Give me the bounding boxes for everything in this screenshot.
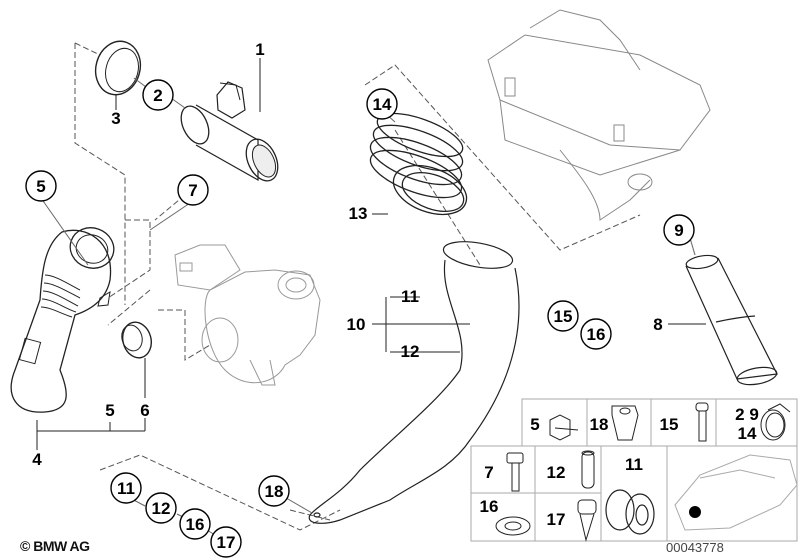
grid-label-clip-nut: 18: [590, 415, 609, 434]
grid-label-hose-clamp-2: 14: [738, 424, 757, 443]
callout-label-12: 12: [152, 499, 171, 518]
part-label-5: 5: [105, 401, 114, 420]
callout-circle-16: [179, 508, 211, 540]
callout-label-11: 11: [117, 479, 135, 498]
part-label-11: 11: [401, 287, 419, 306]
callout-circle-2: [142, 79, 174, 111]
callout-circle-16: [580, 318, 612, 350]
turbocharger: [174, 244, 321, 386]
callout-circle-7: [177, 174, 209, 206]
callout-circle-15: [547, 300, 579, 332]
grid-label-screw: 17: [547, 510, 566, 529]
rubber-mount-icon: [605, 489, 655, 535]
callout-label-17: 17: [217, 533, 236, 552]
callout-label-7: 7: [188, 181, 197, 200]
copyright-notice: © BMW AG: [20, 538, 90, 554]
callout-label-16: 16: [587, 325, 606, 344]
air-filter-housing: [487, 9, 711, 221]
part-label-3: 3: [111, 109, 120, 128]
washer-icon: [495, 516, 531, 536]
callout-circle-12: [145, 492, 177, 524]
hex-bolt-icon: [506, 452, 524, 492]
callout-label-18: 18: [265, 482, 284, 501]
pipe-part-8: [668, 237, 778, 386]
bracket-4-5-6: [36, 418, 146, 450]
vehicle-location-icon: [674, 454, 798, 531]
hose-clamp-icon: [760, 403, 791, 441]
callout-label-16: 16: [186, 515, 205, 534]
callout-label-2: 2: [153, 86, 162, 105]
sleeve-icon: [581, 450, 595, 489]
callout-circle-11: [110, 472, 142, 504]
grid-label-rubber-mount: 11: [625, 455, 643, 474]
callout-circle-5: [25, 170, 57, 202]
part-label-10: 10: [347, 315, 366, 334]
callout-circle-18: [258, 475, 290, 507]
clip-nut-icon: [611, 405, 639, 441]
callout-label-9: 9: [674, 221, 683, 240]
part-label-8: 8: [653, 315, 662, 334]
callout-circle-17: [210, 526, 242, 558]
seal-ring-part-6: [121, 321, 153, 398]
part-label-6: 6: [140, 401, 149, 420]
grid-label-bolt: 15: [660, 415, 679, 434]
clip-icon: [549, 414, 579, 441]
dashed-frame-left: [74, 42, 211, 361]
grid-label-hose-clamp: 2 9: [735, 405, 759, 424]
grid-label-sleeve: 12: [547, 463, 566, 482]
callout-circles: [25, 79, 695, 558]
callout-label-14: 14: [373, 95, 392, 114]
bellows-part-13: [369, 112, 468, 216]
callout-circle-14: [366, 88, 398, 120]
document-number: 00043778: [666, 540, 724, 555]
bolt-icon: [695, 402, 709, 442]
grid-label-clip: 5: [530, 415, 539, 434]
ring-part-3: [94, 40, 142, 110]
grid-label-washer: 16: [480, 497, 499, 516]
intake-hose-part-5: [10, 227, 115, 413]
callout-label-15: 15: [554, 307, 573, 326]
part-label-13: 13: [349, 204, 368, 223]
parts-grid: [470, 398, 798, 542]
air-mass-meter-part-1: [180, 58, 279, 182]
part-label-12: 12: [401, 342, 420, 361]
part-label-1: 1: [255, 40, 264, 59]
callout-circle-9: [663, 214, 695, 246]
part-label-4: 4: [32, 450, 42, 469]
air-duct-part-10: [308, 241, 520, 524]
screw-icon: [577, 499, 597, 542]
callout-label-5: 5: [36, 177, 45, 196]
grid-label-hex-bolt: 7: [484, 463, 493, 482]
